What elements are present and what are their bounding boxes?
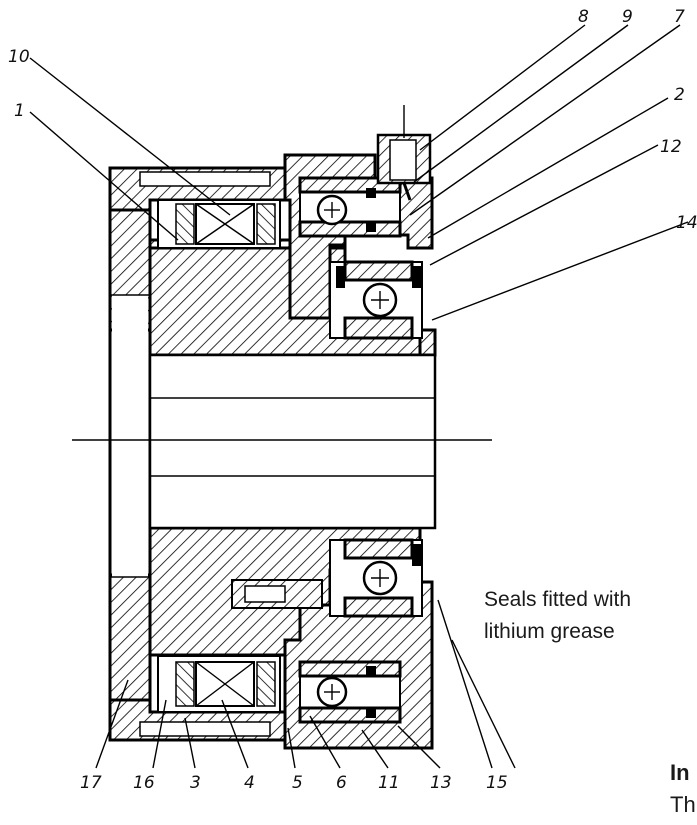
part-number-15: 15: [486, 773, 508, 793]
part-number-7: 7: [674, 7, 685, 27]
leader-lines: [29, 24, 689, 769]
part-number-11: 11: [378, 773, 400, 793]
part-number-8: 8: [578, 7, 589, 27]
part-number-14: 14: [676, 213, 697, 233]
bolt-bottom: [139, 721, 271, 737]
spring-bottom-left: [175, 661, 195, 707]
outer-ring-gap-top: [112, 295, 148, 577]
part-number-10: 10: [8, 47, 30, 67]
spring-top-right: [256, 203, 276, 245]
seals-note-line-2: lithium grease: [484, 620, 615, 643]
cut-off-heading: In: [670, 760, 690, 785]
part-number-9: 9: [622, 7, 633, 27]
spring-bottom-right: [256, 661, 276, 707]
seals-note-line-1: Seals fitted with: [484, 588, 632, 611]
bore: [148, 353, 437, 530]
part-number-17: 17: [80, 773, 102, 793]
part-number-6: 6: [336, 773, 347, 793]
part-number-16: 16: [133, 773, 155, 793]
part-number-1: 1: [14, 101, 25, 121]
cut-off-body-text: Th: [670, 792, 696, 817]
part-number-5: 5: [292, 773, 303, 793]
part-number-13: 13: [430, 773, 452, 793]
bolt-top: [139, 171, 271, 187]
spring-top-left: [175, 203, 195, 245]
part-number-2: 2: [674, 85, 685, 105]
part-number-12: 12: [660, 137, 682, 157]
part-number-3: 3: [190, 773, 201, 793]
part-number-4: 4: [244, 773, 255, 793]
